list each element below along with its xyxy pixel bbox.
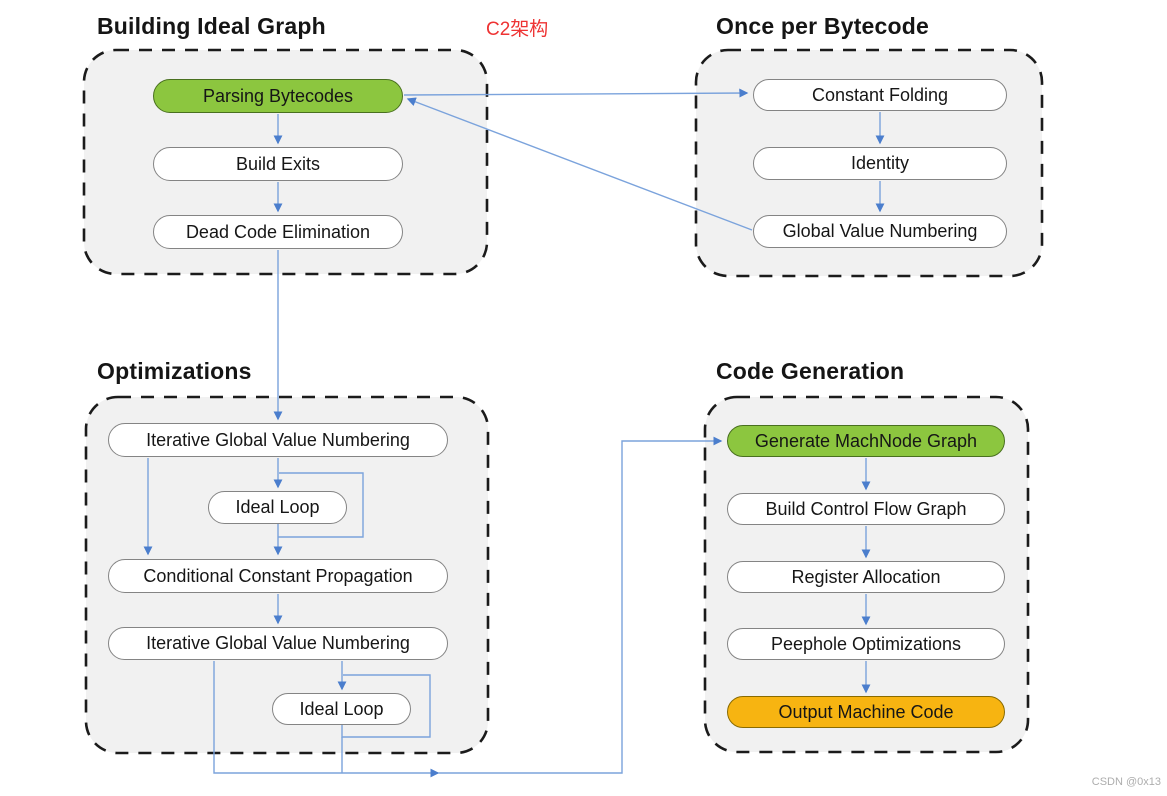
node-build-control-flow-graph: Build Control Flow Graph xyxy=(727,493,1005,525)
node-ideal-loop-2: Ideal Loop xyxy=(272,693,411,725)
group-title-optimizations: Optimizations xyxy=(97,358,252,384)
group-title-once-per-bytecode: Once per Bytecode xyxy=(716,13,930,39)
watermark-csdn: CSDN @0x13 xyxy=(1091,776,1161,788)
node-conditional-constant-propagation: Conditional Constant Propagation xyxy=(108,559,448,593)
node-dead-code-elimination: Dead Code Elimination xyxy=(153,215,403,249)
node-register-allocation: Register Allocation xyxy=(727,561,1005,593)
annotation-c2-label: C2架构 xyxy=(486,19,549,40)
node-generate-machnode-graph: Generate MachNode Graph xyxy=(727,425,1005,457)
node-iterative-gvn-1: Iterative Global Value Numbering xyxy=(108,423,448,457)
node-identity: Identity xyxy=(753,147,1007,180)
node-parsing-bytecodes: Parsing Bytecodes xyxy=(153,79,403,113)
node-ideal-loop-1: Ideal Loop xyxy=(208,491,347,524)
node-output-machine-code: Output Machine Code xyxy=(727,696,1005,728)
node-build-exits: Build Exits xyxy=(153,147,403,181)
node-peephole-optimizations: Peephole Optimizations xyxy=(727,628,1005,660)
edge-parsing-to-constant-folding xyxy=(403,88,749,98)
node-constant-folding: Constant Folding xyxy=(753,79,1007,111)
node-iterative-gvn-2: Iterative Global Value Numbering xyxy=(108,627,448,660)
edge-iterative-gvn-2-exit-route xyxy=(213,661,440,778)
edge-route-to-generate-machnode xyxy=(438,436,723,774)
edge-ideal-loop-1-feedback xyxy=(278,472,364,538)
group-title-building-ideal-graph: Building Ideal Graph xyxy=(97,13,326,39)
edge-gvn-to-parsing xyxy=(406,97,753,231)
node-global-value-numbering: Global Value Numbering xyxy=(753,215,1007,248)
group-title-code-generation: Code Generation xyxy=(716,358,905,384)
edge-ideal-loop-2-feedback xyxy=(341,674,431,738)
